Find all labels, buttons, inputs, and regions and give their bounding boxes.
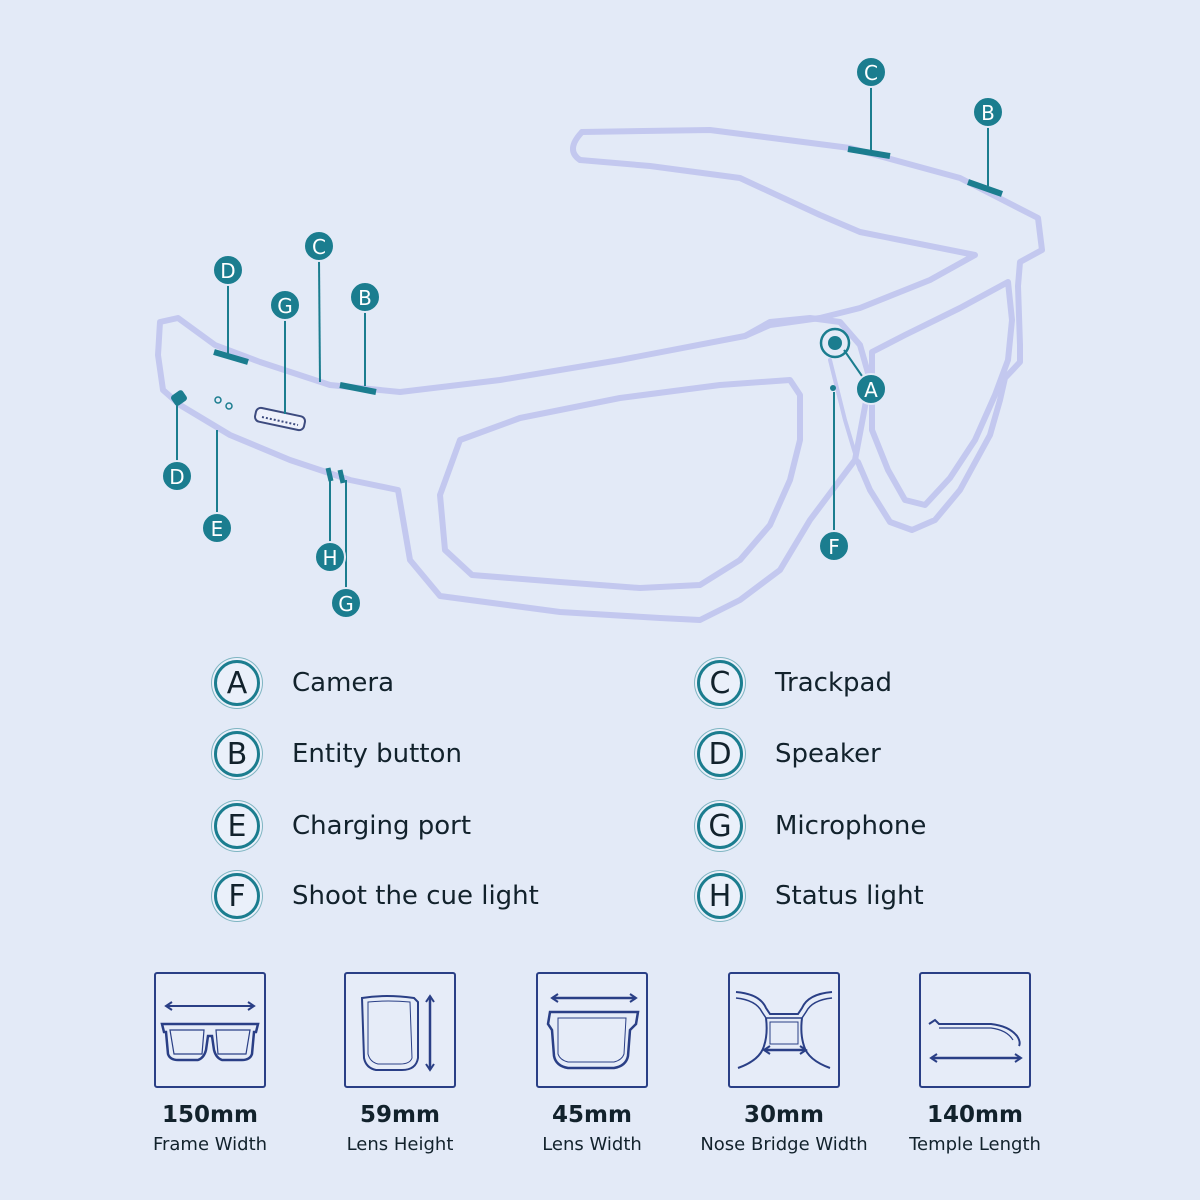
legend-label: Entity button	[292, 739, 462, 769]
spec-lens-height: 59mm Lens Height	[305, 972, 495, 1155]
callout-g-top: G	[269, 289, 301, 321]
legend-item-entity-button: B Entity button	[214, 726, 462, 782]
legend-label: Trackpad	[775, 668, 892, 698]
callout-d-top: D	[212, 254, 244, 286]
legend-item-cue-light: F Shoot the cue light	[214, 868, 539, 924]
spec-nose-bridge-width: 30mm Nose Bridge Width	[689, 972, 879, 1155]
svg-text:D: D	[220, 259, 235, 283]
callout-g: G	[330, 587, 362, 619]
legend-label: Microphone	[775, 811, 927, 841]
legend-badge: E	[214, 803, 260, 849]
callout-d: D	[161, 460, 193, 492]
frame-width-icon	[154, 972, 266, 1088]
svg-text:B: B	[981, 101, 995, 125]
spec-lens-width: 45mm Lens Width	[497, 972, 687, 1155]
front-frame-outline	[155, 315, 873, 623]
callout-f: F	[818, 530, 850, 562]
spec-label: Temple Length	[909, 1134, 1041, 1155]
far-temple-inner	[577, 157, 978, 339]
svg-text:C: C	[312, 235, 326, 259]
spec-frame-width: 150mm Frame Width	[115, 972, 305, 1155]
callout-b: B	[349, 281, 381, 313]
legend-badge: A	[214, 660, 260, 706]
svg-text:E: E	[211, 517, 224, 541]
spec-value: 59mm	[360, 1102, 440, 1128]
legend-badge: H	[697, 873, 743, 919]
legend-item-camera: A Camera	[214, 655, 394, 711]
spec-label: Nose Bridge Width	[700, 1134, 868, 1155]
callout-c-top: C	[855, 56, 887, 88]
legend-badge: F	[214, 873, 260, 919]
spec-value: 150mm	[162, 1102, 258, 1128]
lens-height-icon	[344, 972, 456, 1088]
svg-text:G: G	[277, 294, 293, 318]
legend-item-trackpad: C Trackpad	[697, 655, 892, 711]
legend-label: Camera	[292, 668, 395, 698]
legend-label: Shoot the cue light	[292, 881, 539, 911]
spec-value: 45mm	[552, 1102, 632, 1128]
legend-badge: B	[214, 731, 260, 777]
spec-label: Lens Height	[346, 1134, 454, 1155]
legend-label: Status light	[775, 881, 924, 911]
legend-item-speaker: D Speaker	[697, 726, 881, 782]
callout-b-top: B	[972, 96, 1004, 128]
nose-bridge-icon	[728, 972, 840, 1088]
legend-badge: G	[697, 803, 743, 849]
svg-text:B: B	[358, 286, 372, 310]
legend-badge: C	[697, 660, 743, 706]
callout-e: E	[201, 512, 233, 544]
callout-c: C	[303, 230, 335, 262]
svg-text:C: C	[864, 61, 878, 85]
lens-width-icon	[536, 972, 648, 1088]
spec-value: 140mm	[927, 1102, 1023, 1128]
spec-label: Frame Width	[152, 1134, 268, 1155]
legend-item-microphone: G Microphone	[697, 798, 926, 854]
legend-item-charging-port: E Charging port	[214, 798, 471, 854]
far-temple-outline	[579, 127, 1045, 533]
temple-hardware	[171, 146, 1003, 484]
svg-text:F: F	[828, 535, 840, 559]
legend-item-status-light: H Status light	[697, 868, 924, 924]
temple-length-icon	[919, 972, 1031, 1088]
callout-h: H	[314, 541, 346, 573]
legend-label: Speaker	[775, 739, 881, 769]
glasses-diagram: C B C D G B A D E H G F	[155, 56, 1045, 623]
svg-text:H: H	[322, 546, 337, 570]
legend: A Camera B Entity button E Charging port…	[0, 650, 1200, 930]
spec-temple-length: 140mm Temple Length	[880, 972, 1070, 1155]
svg-text:G: G	[338, 592, 354, 616]
near-lens	[437, 377, 803, 591]
spec-label: Lens Width	[542, 1134, 642, 1155]
callout-a: A	[855, 373, 887, 405]
far-lens	[869, 279, 1015, 508]
legend-badge: D	[697, 731, 743, 777]
spec-value: 30mm	[744, 1102, 824, 1128]
svg-text:D: D	[169, 465, 184, 489]
svg-text:A: A	[864, 378, 878, 402]
legend-label: Charging port	[292, 811, 472, 841]
